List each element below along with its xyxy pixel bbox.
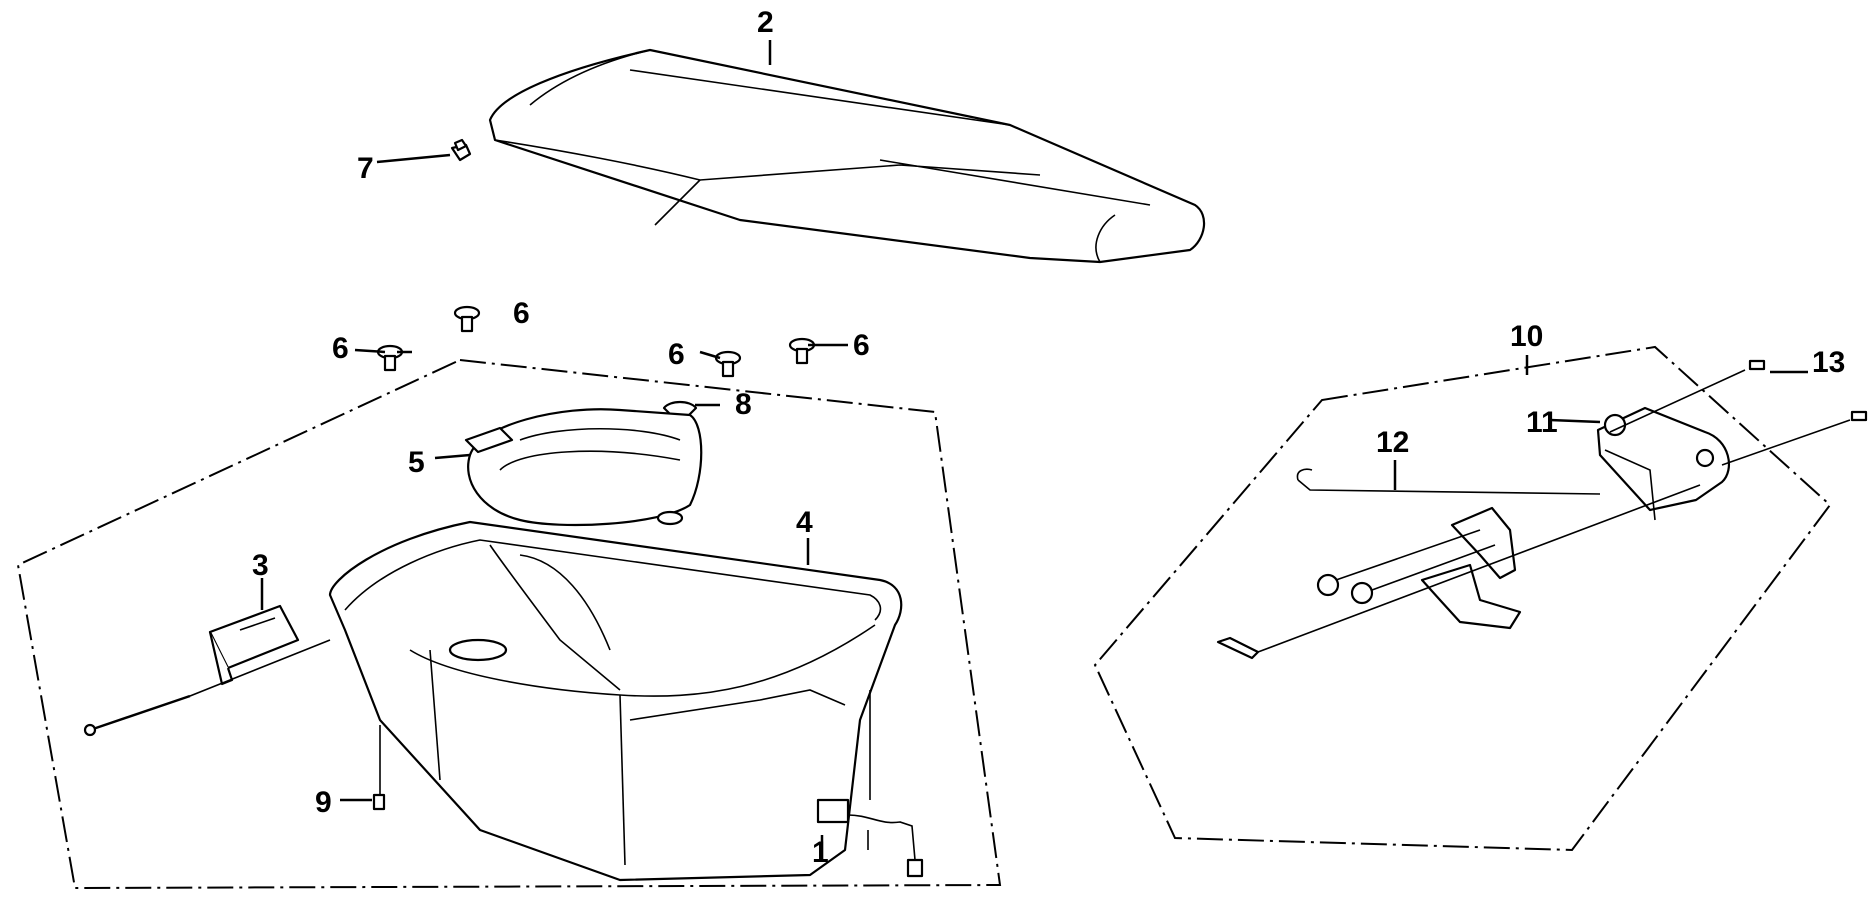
- lock-mechanism: [1216, 359, 1868, 660]
- callout-4: 4: [796, 506, 813, 539]
- callout-13: 13: [1812, 346, 1845, 379]
- screw-6c: [714, 350, 742, 378]
- screw-6d: [788, 337, 816, 365]
- callout-6a: 6: [332, 332, 349, 365]
- callout-8: 8: [735, 388, 752, 421]
- screw-6a: [376, 344, 404, 372]
- seat: [488, 48, 1206, 264]
- callout-10: 10: [1510, 320, 1543, 353]
- callout-12: 12: [1376, 426, 1409, 459]
- callout-3: 3: [252, 549, 269, 582]
- screw-6b: [453, 305, 481, 333]
- callout-1: 1: [812, 836, 829, 869]
- callout-11: 11: [1526, 406, 1558, 439]
- leader-lines: [260, 40, 1808, 860]
- callout-5: 5: [408, 446, 425, 479]
- latch-bracket: [208, 604, 300, 686]
- callout-7: 7: [357, 152, 374, 185]
- callouts: 2 7 6 6 6 6 8 5 4 3 9 1 10 11 12 13: [252, 6, 1845, 869]
- switch-part-1: [816, 690, 924, 878]
- storage-lid: [464, 408, 703, 527]
- callout-6b: 6: [513, 297, 530, 330]
- callout-2: 2: [757, 6, 774, 39]
- part-9: [372, 725, 386, 811]
- callout-6d: 6: [853, 329, 870, 362]
- rod: [83, 639, 331, 737]
- callout-6c: 6: [668, 338, 685, 371]
- storage-box: [328, 510, 903, 882]
- boundary-left: [16, 358, 1002, 890]
- clip-part: [450, 138, 472, 162]
- callout-9: 9: [315, 786, 332, 819]
- boundary-right: [1093, 345, 1832, 852]
